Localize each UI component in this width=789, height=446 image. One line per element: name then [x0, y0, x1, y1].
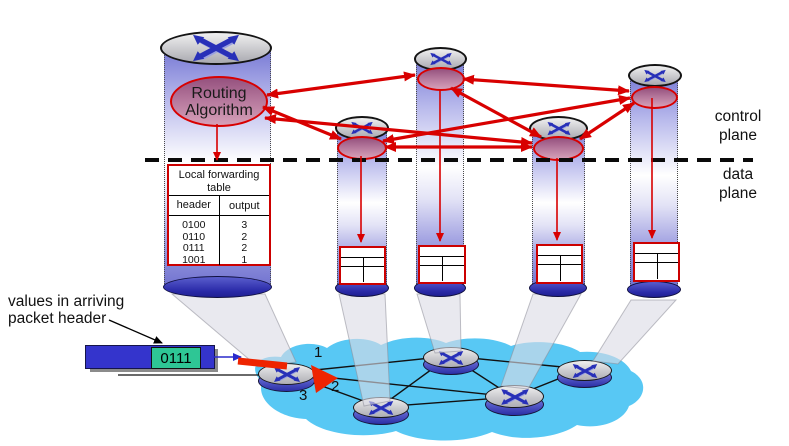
cloud-router-5	[557, 360, 612, 388]
cloud-router-1	[258, 363, 315, 392]
table-cell: 0110	[182, 230, 206, 243]
zoom-cone-5	[592, 299, 678, 365]
port-label-3: 3	[299, 387, 308, 404]
table-cell: 0100	[182, 219, 206, 231]
mini-forwarding-table-2	[339, 246, 386, 285]
table-cell: 1	[241, 253, 248, 266]
table-cell: 2	[241, 230, 248, 243]
table-cell: 3	[241, 219, 248, 231]
routing-message-arrows	[262, 71, 635, 152]
port-label-1: 1	[314, 344, 323, 361]
forwarding-table-title: Local forwarding table	[169, 166, 269, 196]
control-plane-label: control plane	[714, 108, 762, 144]
routing-algorithm-label: Routing Algorithm	[185, 84, 253, 119]
table-cell: 1001	[182, 253, 206, 266]
cloud-router-2	[353, 397, 409, 425]
mini-forwarding-table-4	[536, 244, 583, 284]
column-output: output	[228, 199, 260, 212]
table-update-arrows	[213, 89, 656, 243]
forwarding-table-body: 0100 0110 0111 1001 3 2 2 1	[169, 216, 269, 265]
column-header: header	[169, 196, 220, 215]
network-cloud	[255, 337, 644, 441]
routing-algorithm-instance-5	[631, 86, 678, 109]
table-cell: 0111	[182, 242, 205, 254]
mini-forwarding-table-3	[418, 245, 466, 284]
router-top	[557, 360, 612, 381]
cloud-router-4	[485, 385, 544, 416]
annotation-arrow	[108, 319, 163, 344]
outgoing-port-arrowhead	[311, 365, 338, 393]
table-cell: 2	[241, 242, 248, 254]
incoming-packet-arrow	[237, 357, 288, 370]
routing-algorithm-ellipse: Routing Algorithm	[170, 76, 268, 127]
packet-annotation-label: values in arriving packet header	[8, 293, 125, 327]
router-cylinder-1-bottom	[163, 276, 272, 298]
local-forwarding-table: Local forwarding table header output 010…	[167, 164, 271, 266]
packet-header-value: 0111	[151, 347, 201, 369]
forwarding-table-header-row: header output	[169, 196, 269, 216]
routing-algorithm-instance-3	[417, 67, 465, 91]
router-cylinder-1-cap	[160, 31, 272, 65]
data-plane-label: data plane	[719, 166, 757, 202]
port-label-2: 2	[331, 378, 340, 395]
mini-forwarding-table-5	[633, 242, 680, 282]
